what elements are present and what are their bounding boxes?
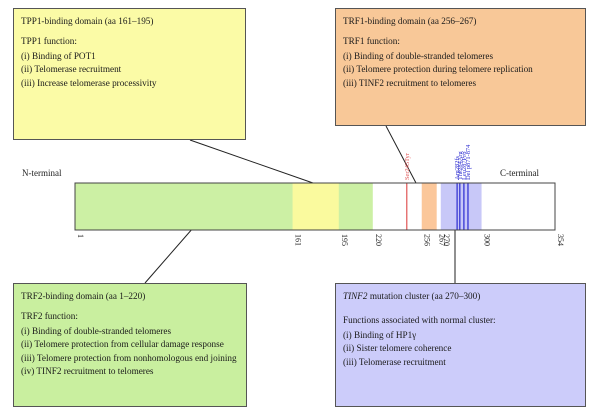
- tick-label: 256: [423, 234, 432, 246]
- list-item: (ii) Sister telomere coherence: [343, 343, 452, 354]
- mutation-label: Arg282fs: [454, 155, 461, 180]
- tick-label: 270: [442, 234, 451, 246]
- trf1-box-title: TRF1-binding domain (aa 256–267): [343, 16, 477, 26]
- tpp1-info-box: TPP1-binding domain (aa 161–195) TPP1 fu…: [13, 8, 246, 140]
- domain-region-tinf2: [440, 183, 482, 230]
- tick-label: 1: [76, 234, 85, 238]
- protein-bar-outline: [74, 182, 556, 231]
- list-item: (iii) TINF2 recruitment to telomeres: [343, 77, 477, 88]
- tinf2-box-subtitle: Functions associated with normal cluster…: [343, 315, 496, 326]
- mutation-label: Thr284Arg: [457, 151, 464, 180]
- tinf2-info-box: TINF2 mutation cluster (aa 270–300) Func…: [335, 283, 586, 407]
- trf1-info-box: TRF1-binding domain (aa 256–267) TRF1 fu…: [335, 8, 586, 126]
- n-terminal-label: N-terminal: [22, 168, 62, 178]
- tpp1-box-subtitle: TPP1 function:: [21, 36, 77, 47]
- trf2-info-box: TRF2-binding domain (aa 1–220) TRF2 func…: [13, 283, 247, 407]
- list-item: (iii) Telomerase recruitment: [343, 356, 446, 367]
- tick-label: 267: [438, 234, 447, 246]
- list-item: (i) Binding of HP1γ: [343, 329, 417, 340]
- tick-label: 300: [483, 234, 492, 246]
- tinf2-function-list: (i) Binding of HP1γ (ii) Sister telomere…: [343, 329, 578, 368]
- list-item: (iv) TINF2 recruitment to telomeres: [21, 366, 154, 377]
- trf2-box-subtitle: TRF2 function:: [21, 311, 78, 322]
- list-item: (ii) Telomere protection during telomere…: [343, 64, 533, 75]
- list-item: (i) Binding of double-stranded telomeres: [343, 50, 494, 61]
- trf1-box-subtitle: TRF1 function:: [343, 36, 400, 47]
- tpp1-function-list: (i) Binding of POT1 (ii) Telomerase recr…: [21, 50, 238, 89]
- list-item: (iii) Increase telomerase processivity: [21, 77, 157, 88]
- list-item: (ii) Telomere protection from cellular d…: [21, 339, 224, 350]
- tick-label: 195: [340, 234, 349, 246]
- trf2-box-title: TRF2-binding domain (aa 1–220): [21, 291, 146, 301]
- connector-tpp1: [189, 139, 314, 184]
- list-item: (ii) Telomerase recruitment: [21, 64, 122, 75]
- mutation-label: Ser245Tyr: [404, 152, 411, 180]
- trf2-function-list: (i) Binding of double-stranded telomeres…: [21, 325, 239, 378]
- tpp1-box-title: TPP1-binding domain (aa 161–195): [21, 16, 154, 26]
- tick-label: 161: [294, 234, 303, 246]
- list-item: (i) Binding of double-stranded telomeres: [21, 325, 172, 336]
- mutation-label: Leu287Pro: [461, 152, 468, 180]
- list-item: (iii) Telomere protection from nonhomolo…: [21, 352, 237, 363]
- domain-region-tpp1: [292, 183, 339, 230]
- c-terminal-label: C-terminal: [500, 168, 539, 178]
- connector-trf1: [385, 125, 417, 184]
- mutation-label: Del p871-874: [465, 144, 472, 180]
- tick-label: 220: [374, 234, 383, 246]
- trf1-function-list: (i) Binding of double-stranded telomeres…: [343, 50, 578, 89]
- list-item: (i) Binding of POT1: [21, 50, 96, 61]
- tinf2-box-title: TINF2 mutation cluster (aa 270–300): [343, 291, 481, 301]
- tick-label: 354: [556, 234, 565, 246]
- domain-region-trf1: [421, 183, 437, 230]
